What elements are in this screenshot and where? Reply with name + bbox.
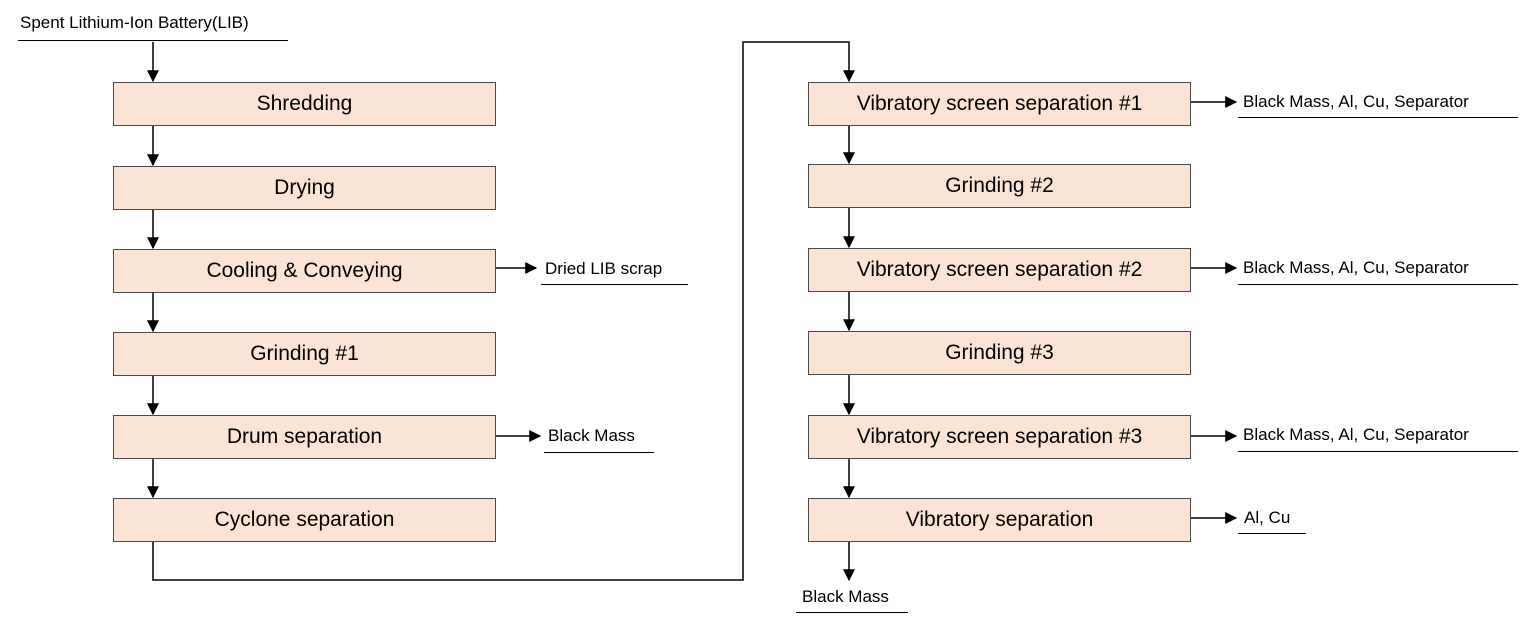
output-screen1-underline <box>1238 117 1518 118</box>
output-vibratory-al-cu-underline <box>1238 533 1306 534</box>
connector-cyclone-to-screen1 <box>152 41 855 581</box>
output-screen2: Black Mass, Al, Cu, Separator <box>1243 258 1469 277</box>
output-dried-lib-scrap-underline <box>541 284 688 285</box>
step-vibratory-separation: Vibratory separation <box>808 498 1191 542</box>
step-cyclone-separation: Cyclone separation <box>113 498 496 542</box>
output-screen2-underline <box>1238 284 1518 285</box>
step-drying: Drying <box>113 166 496 210</box>
step-grinding-2: Grinding #2 <box>808 164 1191 208</box>
output-dried-lib-scrap: Dried LIB scrap <box>545 259 663 278</box>
input-underline <box>18 40 288 41</box>
output-screen3: Black Mass, Al, Cu, Separator <box>1243 425 1469 444</box>
output-screen1: Black Mass, Al, Cu, Separator <box>1243 92 1469 111</box>
output-final-black-mass: Black Mass <box>802 587 889 606</box>
step-vibratory-screen-2: Vibratory screen separation #2 <box>808 248 1191 292</box>
step-grinding-1: Grinding #1 <box>113 332 496 376</box>
step-vibratory-screen-3: Vibratory screen separation #3 <box>808 415 1191 459</box>
step-shredding: Shredding <box>113 82 496 126</box>
output-final-black-mass-underline <box>796 612 908 613</box>
input-label: Spent Lithium-Ion Battery(LIB) <box>20 13 249 32</box>
step-cooling-conveying: Cooling & Conveying <box>113 249 496 293</box>
output-drum-black-mass-underline <box>544 452 654 453</box>
output-screen3-underline <box>1238 451 1518 452</box>
output-drum-black-mass: Black Mass <box>548 426 635 445</box>
step-grinding-3: Grinding #3 <box>808 331 1191 375</box>
step-drum-separation: Drum separation <box>113 415 496 459</box>
step-vibratory-screen-1: Vibratory screen separation #1 <box>808 82 1191 126</box>
output-vibratory-al-cu: Al, Cu <box>1244 508 1291 527</box>
